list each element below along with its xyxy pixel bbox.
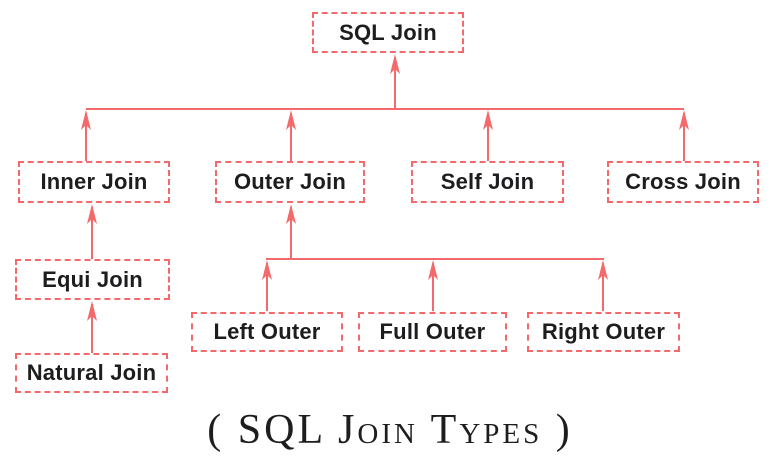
node-cross-join: Cross Join [607,161,759,203]
node-equi-join: Equi Join [15,259,170,300]
node-self-join: Self Join [411,161,564,203]
node-right-outer: Right Outer [527,312,680,352]
node-natural-join: Natural Join [15,353,168,393]
node-inner-join: Inner Join [18,161,170,203]
node-left-outer: Left Outer [191,312,343,352]
node-full-outer: Full Outer [358,312,507,352]
node-outer-join: Outer Join [215,161,365,203]
diagram-caption: ( SQL Join Types ) [207,407,573,453]
node-sql-join: SQL Join [312,12,464,53]
